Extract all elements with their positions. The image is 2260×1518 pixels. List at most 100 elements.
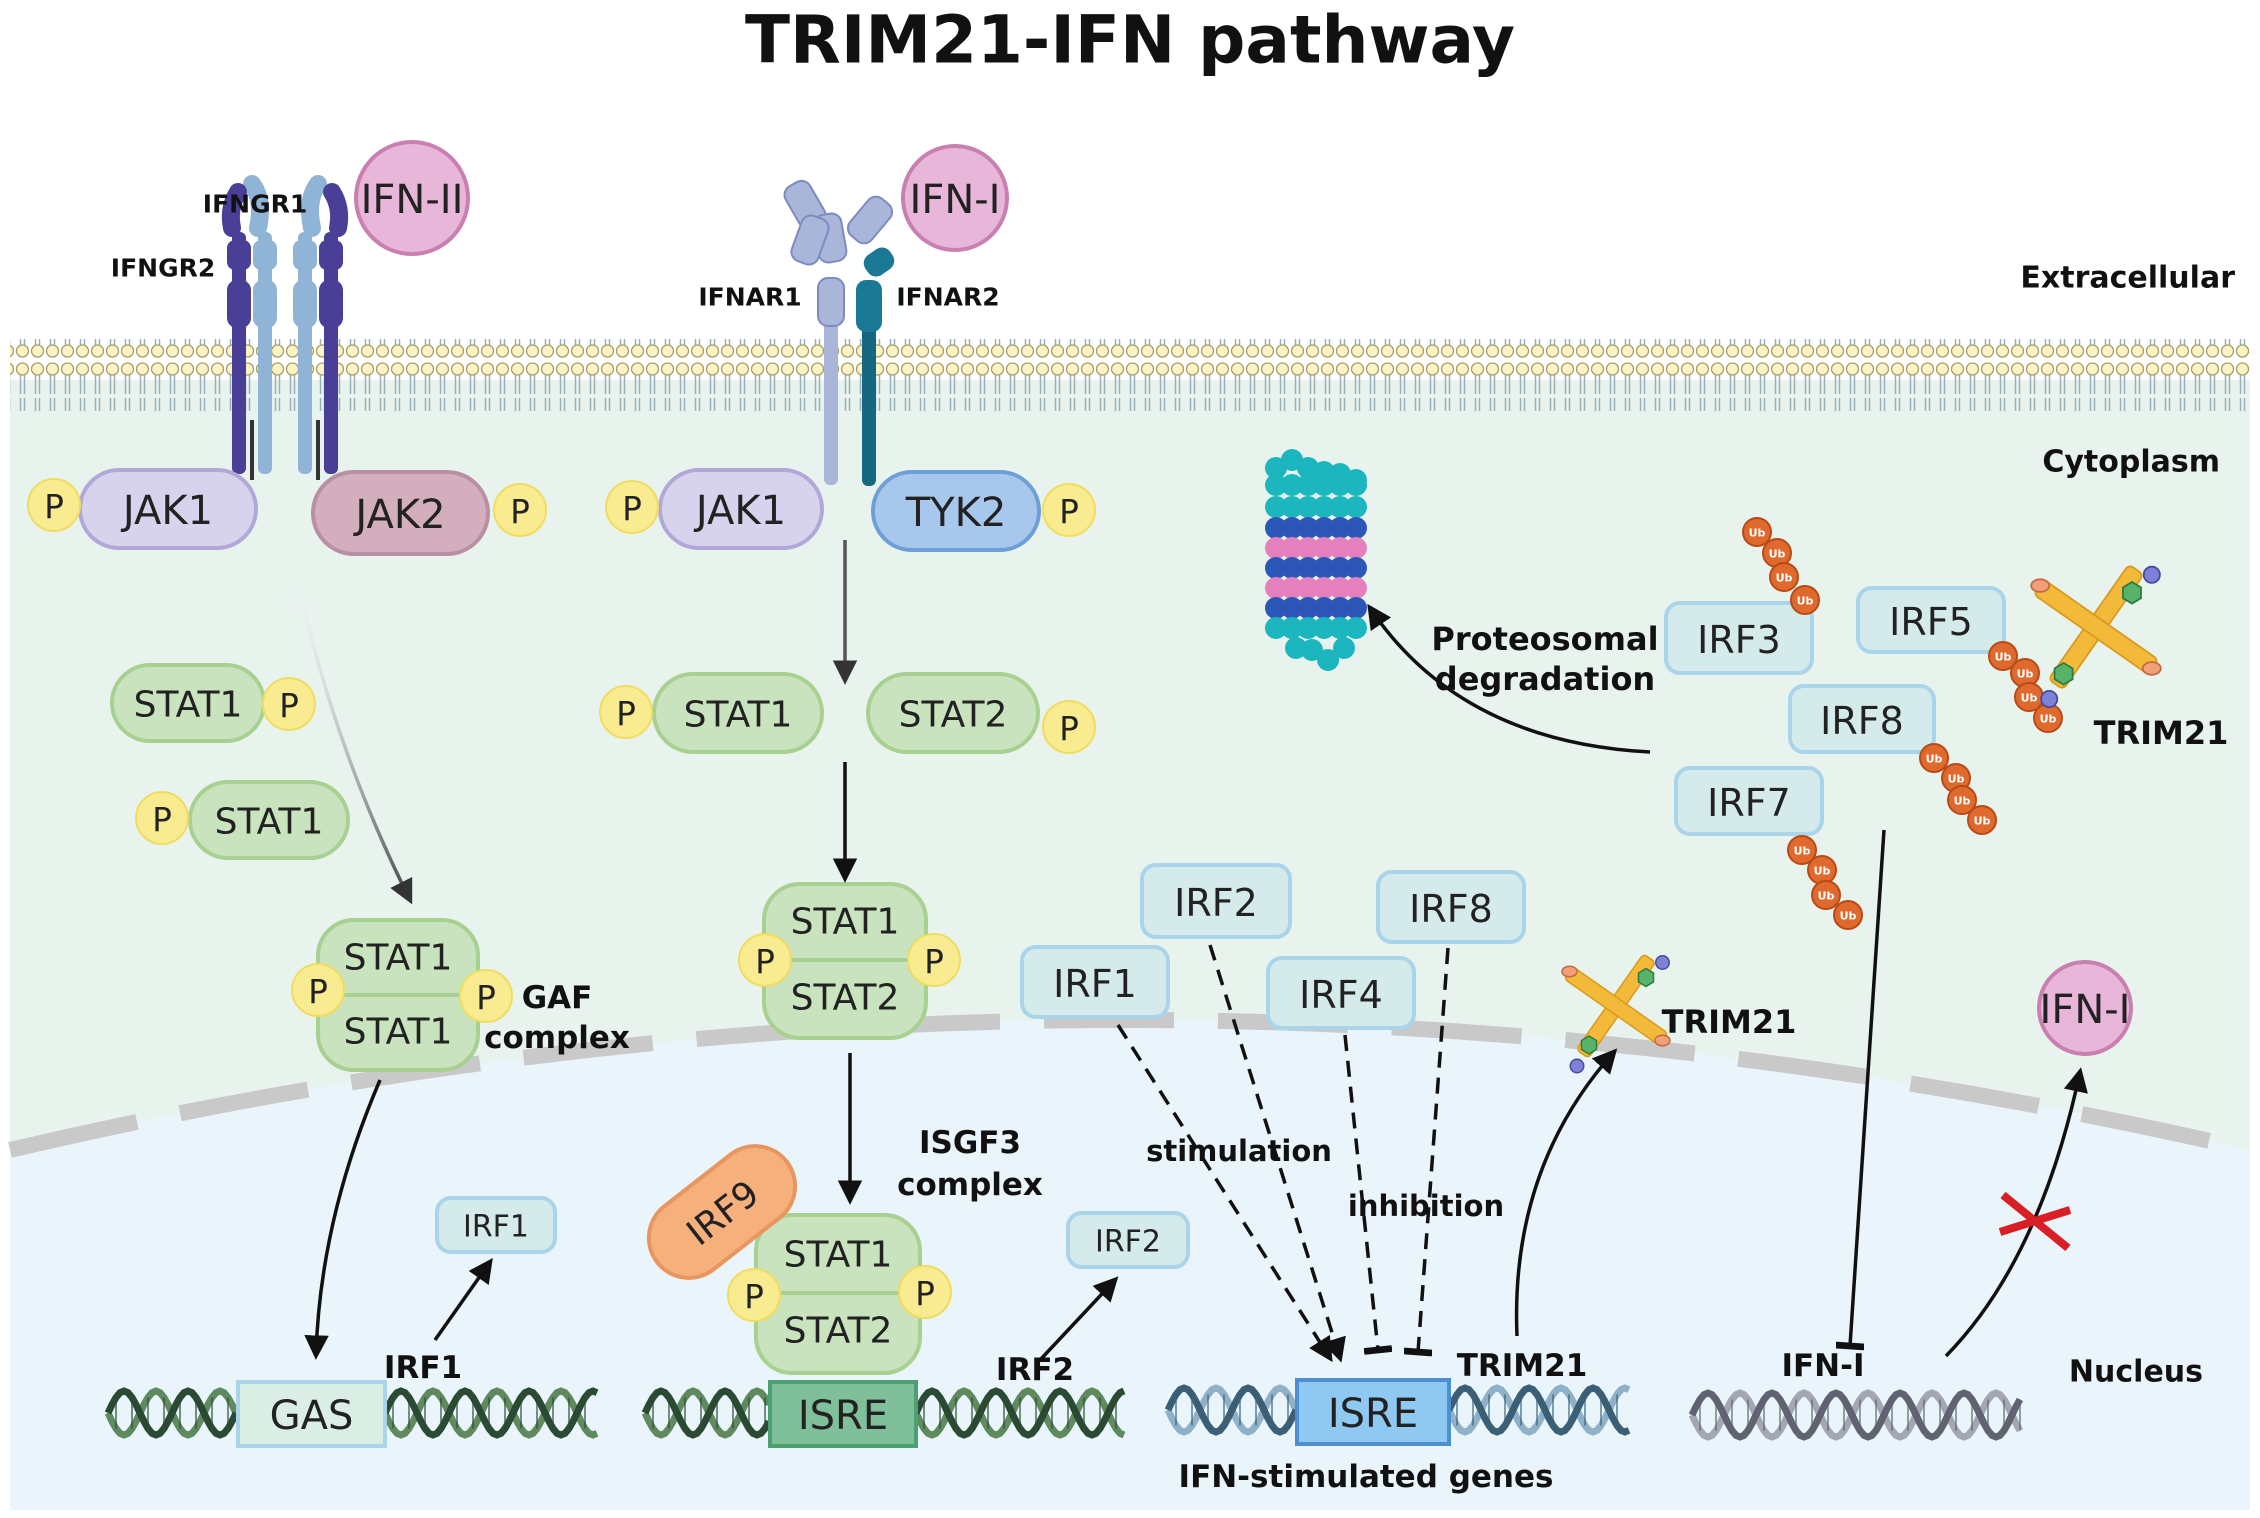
dashed-arrow-irf2-stimulation — [1208, 944, 1346, 1363]
ubiquitin-label: Ub — [1926, 753, 1943, 766]
ubiquitin-label: Ub — [1974, 815, 1991, 828]
ubiquitin-label: Ub — [2021, 692, 2038, 705]
irf2-cytoplasm: IRF2 — [1140, 863, 1292, 939]
irf1-nucleus: IRF1 — [435, 1196, 557, 1254]
dashed-inhibit-irf8 — [1418, 947, 1450, 1352]
isgs-label: IFN-stimulated genes — [1179, 1459, 1554, 1495]
cytoplasm-label: Cytoplasm — [2042, 445, 2220, 480]
stat1-a-label: STAT1 — [134, 685, 243, 726]
ubiquitin-label: Ub — [1797, 595, 1814, 608]
irf8-ubiquitinated: IRF8 — [1788, 684, 1936, 754]
irf9: IRF9 — [646, 1144, 798, 1280]
ifngr-receptor-complex — [221, 175, 349, 480]
ifnar-receptor-complex — [783, 179, 895, 486]
phosphate-label: P — [1059, 493, 1079, 531]
irf1-dna-label: IRF1 — [384, 1350, 462, 1386]
ubiquitin-label: Ub — [1769, 548, 1786, 561]
arrow-gaf-to-gas — [304, 1079, 382, 1360]
ifnar2-label: IFNAR2 — [896, 283, 999, 312]
irf7-label: IRF7 — [1707, 781, 1791, 825]
dna-left-b — [381, 1387, 599, 1439]
dna-right-a — [1164, 1384, 1300, 1436]
isre-promoter-1: ISRE — [768, 1380, 918, 1448]
ifn-ii-ligand-label: IFN-II — [361, 177, 464, 223]
gaf-stat1-bottom: STAT1 — [344, 1012, 453, 1053]
nucleus-label: Nucleus — [2069, 1355, 2203, 1390]
gas-promoter: GAS — [236, 1380, 387, 1448]
inhibit-ifn-i-expression — [1850, 829, 1886, 1346]
irf8-ubiquitinated-label: IRF8 — [1820, 699, 1904, 743]
ifngr2-label: IFNGR2 — [111, 254, 215, 283]
ubiquitin-label: Ub — [1814, 865, 1831, 878]
ifn-i-dna-label: IFN-I — [1781, 1348, 1864, 1384]
arrow-jak-to-gaf — [291, 559, 413, 905]
arrow-ifn-i-export — [1944, 1067, 2088, 1358]
jak1-left-label: JAK1 — [120, 488, 213, 534]
dna-far-right — [1688, 1389, 2024, 1441]
irf8-cytoplasm-label: IRF8 — [1409, 887, 1493, 931]
isgf3-left-phosphate: P — [727, 1268, 781, 1322]
stimulation-label: stimulation — [1146, 1134, 1332, 1168]
ifn-i-nuclear-ligand-label: IFN-I — [2040, 987, 2131, 1033]
stat1-c-phosphate: P — [599, 685, 653, 739]
blocked-cross-icon — [1998, 1191, 2072, 1252]
gaf-right-phosphate: P — [459, 969, 513, 1023]
ifn-ii-ligand: IFN-II — [354, 140, 470, 256]
irf5: IRF5 — [1856, 586, 2006, 654]
irf2-nucleus-label: IRF2 — [1095, 1225, 1161, 1260]
ifn-i-ligand-label: IFN-I — [910, 177, 1001, 223]
irf2-dna-label: IRF2 — [996, 1352, 1074, 1388]
ifn-i-ligand: IFN-I — [901, 144, 1009, 252]
stat1-b: STAT1 — [188, 780, 350, 860]
irf3-label: IRF3 — [1697, 618, 1781, 662]
irf2-cytoplasm-label: IRF2 — [1174, 881, 1258, 925]
inhibition-label: inhibition — [1348, 1189, 1504, 1223]
arrow-isre-to-irf2 — [1038, 1276, 1119, 1362]
arrow-trim21-expression — [1514, 1048, 1618, 1337]
ubiquitin-label: Ub — [1948, 773, 1965, 786]
irf4: IRF4 — [1266, 956, 1416, 1030]
dashed-inhibit-irf4 — [1343, 1034, 1378, 1350]
stat1-b-label: STAT1 — [215, 802, 324, 843]
stat2-a-phosphate: P — [1042, 700, 1096, 754]
stat2-a-label: STAT2 — [899, 695, 1008, 736]
irf1-nucleus-label: IRF1 — [463, 1210, 529, 1245]
dna-mid-a — [641, 1387, 773, 1439]
trim21-cytoplasm-icon — [2030, 565, 2162, 709]
ubiquitin-label: Ub — [1818, 890, 1835, 903]
ubiquitin-label: Ub — [1794, 845, 1811, 858]
isgf3-complex — [754, 1213, 922, 1375]
phosphate-label: P — [510, 493, 530, 531]
stat1-a-phosphate: P — [262, 677, 316, 731]
phosphate-label: P — [622, 490, 642, 528]
jak1-right: JAK1 — [658, 468, 824, 550]
jak1-left: JAK1 — [78, 468, 258, 550]
ubiquitin-label: Ub — [1776, 572, 1793, 585]
cell-membrane — [10, 339, 2250, 411]
dimer-stat2: STAT2 — [791, 978, 900, 1019]
arrow-to-proteasome — [1367, 603, 1651, 754]
jak2: JAK2 — [311, 470, 490, 556]
dimer-right-phosphate: P — [907, 933, 961, 987]
ifnar1-label: IFNAR1 — [698, 283, 801, 312]
irf1-cytoplasm-label: IRF1 — [1053, 962, 1137, 1006]
trim21-nuclear-label: TRIM21 — [1662, 1003, 1797, 1041]
tyk2: TYK2 — [871, 470, 1041, 552]
tyk2-label: TYK2 — [905, 490, 1007, 536]
isgf3-stat1: STAT1 — [784, 1235, 893, 1276]
ubiquitin-label: Ub — [1840, 910, 1857, 923]
isgf3-stat2: STAT2 — [784, 1311, 893, 1352]
trim21-cytoplasm-label: TRIM21 — [2094, 714, 2229, 752]
dna-mid-b — [912, 1387, 1126, 1439]
jak1-right-phosphate: P — [605, 480, 659, 534]
stat1-c: STAT1 — [652, 672, 824, 754]
phosphate-label: P — [44, 488, 64, 526]
jak2-phosphate: P — [493, 483, 547, 537]
